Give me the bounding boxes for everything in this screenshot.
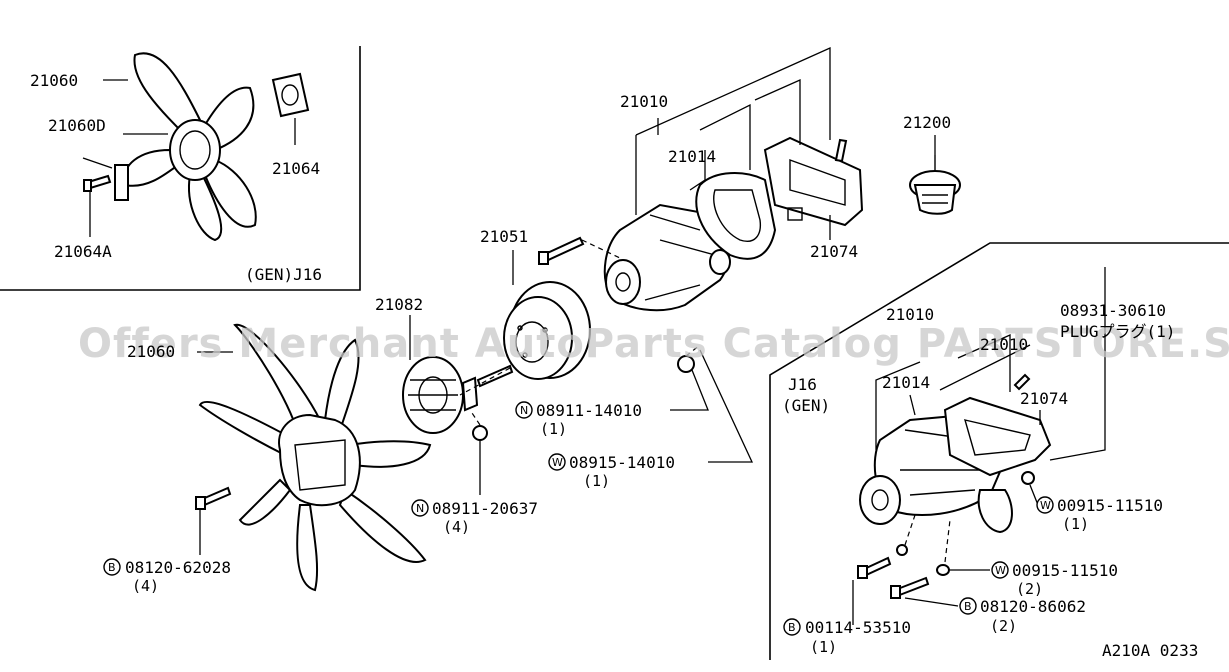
pulley — [503, 281, 591, 380]
fastener-3-number: 08120-62028 — [125, 558, 231, 577]
fastener-5-qty: (2) — [1016, 580, 1043, 598]
label-21060-inset: 21060 — [30, 71, 78, 90]
nut-coupling — [472, 425, 488, 441]
label-21051: 21051 — [480, 227, 528, 246]
fastener-1-prefix: W — [552, 456, 563, 469]
fan-spacer-inset — [271, 72, 310, 118]
label-21014-inset: 21014 — [882, 373, 930, 392]
diagram-code: A210A 0233 — [1102, 641, 1198, 660]
fastener-4-number: 00915-11510 — [1057, 496, 1163, 515]
fastener-7-number: 00114-53510 — [805, 618, 911, 637]
fastener-6-qty: (2) — [990, 617, 1017, 635]
fastener-5-number: 00915-11510 — [1012, 561, 1118, 580]
fastener-2-number: 08911-20637 — [432, 499, 538, 518]
stud-coupling — [476, 364, 514, 388]
leader-lines — [197, 46, 1106, 625]
thermostat — [909, 155, 961, 215]
fastener-4-qty: (1) — [1062, 515, 1089, 533]
label-08931: 08931-30610 — [1060, 301, 1166, 320]
inset-frame-bottom-right — [769, 242, 1229, 660]
fastener-5: W 00915-11510 (2) — [991, 561, 1118, 598]
label-j16: J16 — [788, 375, 817, 394]
bolt-inset-lower — [857, 556, 930, 599]
fastener-4: W 00915-11510 (1) — [1036, 496, 1163, 533]
fan-main — [198, 323, 432, 592]
bolt-pulley — [538, 236, 585, 265]
bracket-inset — [114, 164, 129, 201]
bolt-fan-main — [195, 486, 232, 510]
label-21010-inset-b: 21010 — [980, 335, 1028, 354]
label-21064: 21064 — [272, 159, 320, 178]
fastener-4-prefix: W — [1040, 499, 1051, 512]
label-21082: 21082 — [375, 295, 423, 314]
bolt-top-right — [834, 138, 848, 163]
cover-plate-inset — [943, 396, 1052, 477]
label-gen: (GEN) — [782, 396, 830, 415]
label-21014-main: 21014 — [668, 147, 716, 166]
fastener-2: N 08911-20637 (4) — [411, 499, 538, 536]
label-gen-j16: (GEN)J16 — [245, 265, 322, 284]
fastener-7: B 00114-53510 (1) — [783, 618, 911, 656]
label-21060d: 21060D — [48, 116, 106, 135]
fastener-6-prefix: B — [964, 600, 972, 613]
fastener-0-number: 08911-14010 — [536, 401, 642, 420]
inset-frame-top-left — [0, 46, 361, 291]
fastener-7-prefix: B — [788, 621, 796, 634]
bolt-inset-cover — [1013, 373, 1031, 391]
label-21010-inset-a: 21010 — [886, 305, 934, 324]
fastener-3-qty: (4) — [132, 577, 159, 595]
bolt-inset — [83, 174, 112, 192]
fastener-0-qty: (1) — [540, 420, 567, 438]
watermark: Offers Merchant AutoParts Catalog PARTST… — [78, 321, 1229, 367]
fastener-1-number: 08915-14010 — [569, 453, 675, 472]
fastener-1: W 08915-14010 (1) — [548, 453, 675, 490]
fastener-2-prefix: N — [416, 502, 424, 515]
fan-blade-inset — [123, 52, 257, 242]
gasket-main — [695, 172, 777, 260]
washer-inset — [896, 471, 1035, 576]
fastener-3-prefix: B — [108, 561, 116, 574]
fastener-6: B 08120-86062 (2) — [959, 597, 1086, 635]
label-21074-main: 21074 — [810, 242, 858, 261]
fastener-6-number: 08120-86062 — [980, 597, 1086, 616]
label-21064a: 21064A — [54, 242, 112, 261]
label-21010-main: 21010 — [620, 92, 668, 111]
fastener-0: N 08911-14010 (1) — [515, 401, 642, 438]
label-21060-main: 21060 — [127, 342, 175, 361]
fastener-2-qty: (4) — [443, 518, 470, 536]
label-08931-desc: PLUGプラグ(1) — [1060, 322, 1175, 341]
label-21200: 21200 — [903, 113, 951, 132]
label-21074-inset: 21074 — [1020, 389, 1068, 408]
cover-plate-main — [763, 136, 864, 227]
fastener-0-prefix: N — [520, 404, 528, 417]
fan-coupling — [402, 356, 479, 434]
fastener-5-prefix: W — [995, 564, 1006, 577]
fastener-1-qty: (1) — [583, 472, 610, 490]
fastener-7-qty: (1) — [810, 638, 837, 656]
fastener-3: B 08120-62028 (4) — [103, 558, 231, 595]
